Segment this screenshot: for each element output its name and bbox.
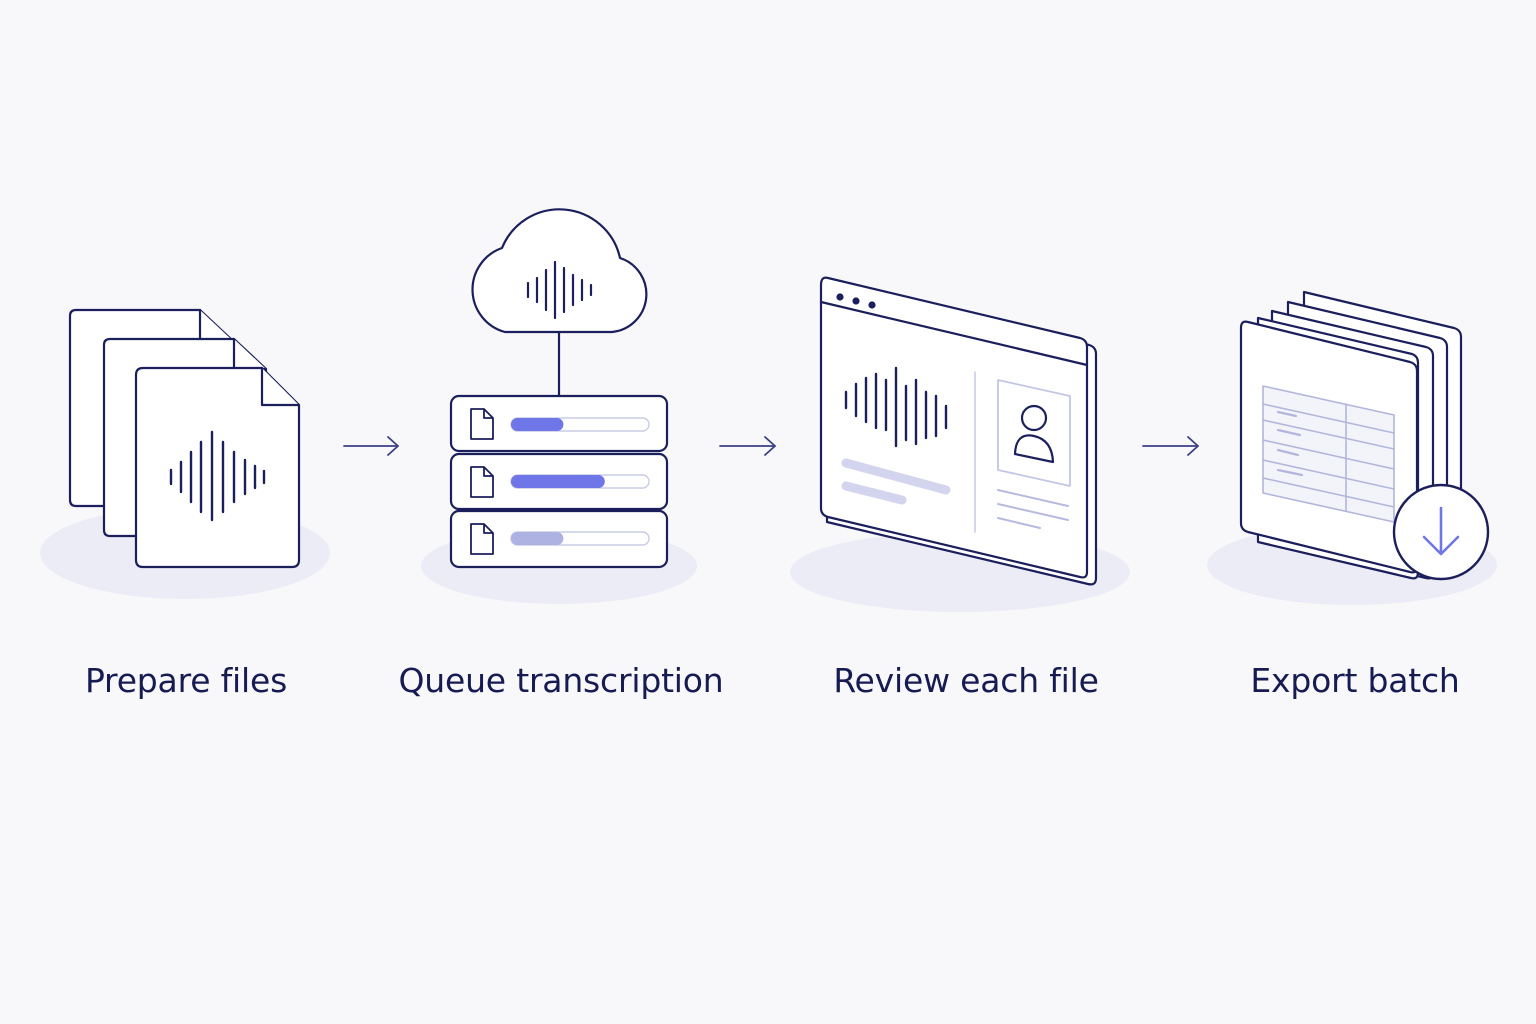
step-label-export-batch: Export batch [1250, 661, 1460, 700]
file-icon [470, 523, 494, 555]
download-icon [1392, 483, 1490, 581]
waveform-icon [844, 366, 948, 448]
export-sheets-icon [1207, 290, 1497, 605]
waveform-icon [169, 430, 266, 522]
queue-row [449, 394, 669, 453]
progress-fill [511, 418, 564, 431]
progress-fill [511, 475, 605, 488]
file-icon [470, 466, 494, 498]
audio-files-stack-icon [40, 308, 330, 599]
file-icon [470, 408, 494, 440]
avatar [997, 379, 1071, 487]
cloud-queue-icon [421, 208, 697, 604]
queue-row [449, 452, 669, 511]
arrow-right-icon [343, 436, 399, 456]
waveform-icon [526, 260, 593, 320]
cloud-icon [471, 208, 648, 334]
step-label-prepare-files: Prepare files [84, 661, 288, 700]
step-label-queue-transcription: Queue transcription [398, 661, 724, 700]
queue-row [449, 509, 669, 569]
progress-fill [511, 532, 564, 545]
arrow-right-icon [1142, 436, 1199, 456]
step-label-review-each-file: Review each file [833, 661, 1099, 700]
arrow-right-icon [719, 436, 776, 456]
review-window-icon [790, 276, 1130, 612]
